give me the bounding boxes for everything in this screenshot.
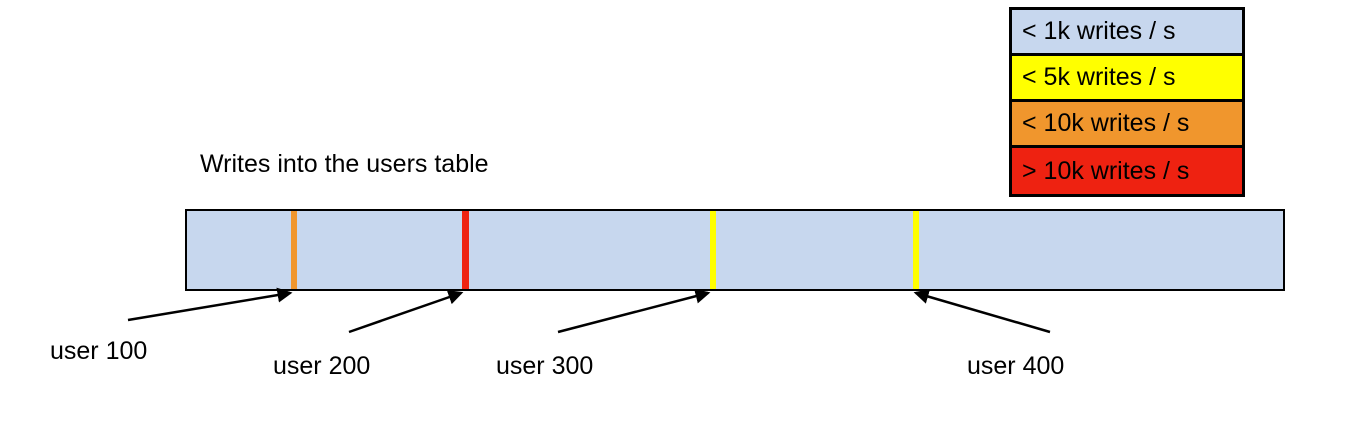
legend-item-label: < 10k writes / s	[1022, 109, 1190, 137]
users-table-bar	[185, 209, 1285, 291]
label-user-100: user 100	[50, 337, 148, 365]
label-user-400: user 400	[967, 352, 1065, 380]
label-user-300: user 300	[496, 352, 594, 380]
stripe-user-200	[462, 211, 469, 289]
diagram-caption: Writes into the users table	[200, 150, 489, 178]
arrow-user-100	[127, 287, 293, 322]
arrow-user-200	[348, 290, 464, 334]
users-table-bar-fill	[187, 211, 1283, 289]
legend: < 1k writes / s < 5k writes / s < 10k wr…	[1009, 7, 1245, 197]
arrow-user-300	[557, 288, 711, 334]
legend-item-lt-10k: < 10k writes / s	[1012, 102, 1242, 148]
arrow-user-400	[913, 289, 1051, 334]
label-user-200: user 200	[273, 352, 371, 380]
legend-item-label: > 10k writes / s	[1022, 156, 1190, 185]
stripe-user-100	[291, 211, 297, 289]
legend-item-label: < 1k writes / s	[1022, 17, 1176, 45]
legend-item-gt-10k: > 10k writes / s	[1012, 148, 1242, 194]
legend-item-label: < 5k writes / s	[1022, 63, 1176, 91]
stripe-user-400	[913, 211, 919, 289]
stripe-user-300	[710, 211, 716, 289]
legend-item-lt-5k: < 5k writes / s	[1012, 56, 1242, 102]
legend-item-lt-1k: < 1k writes / s	[1012, 10, 1242, 56]
